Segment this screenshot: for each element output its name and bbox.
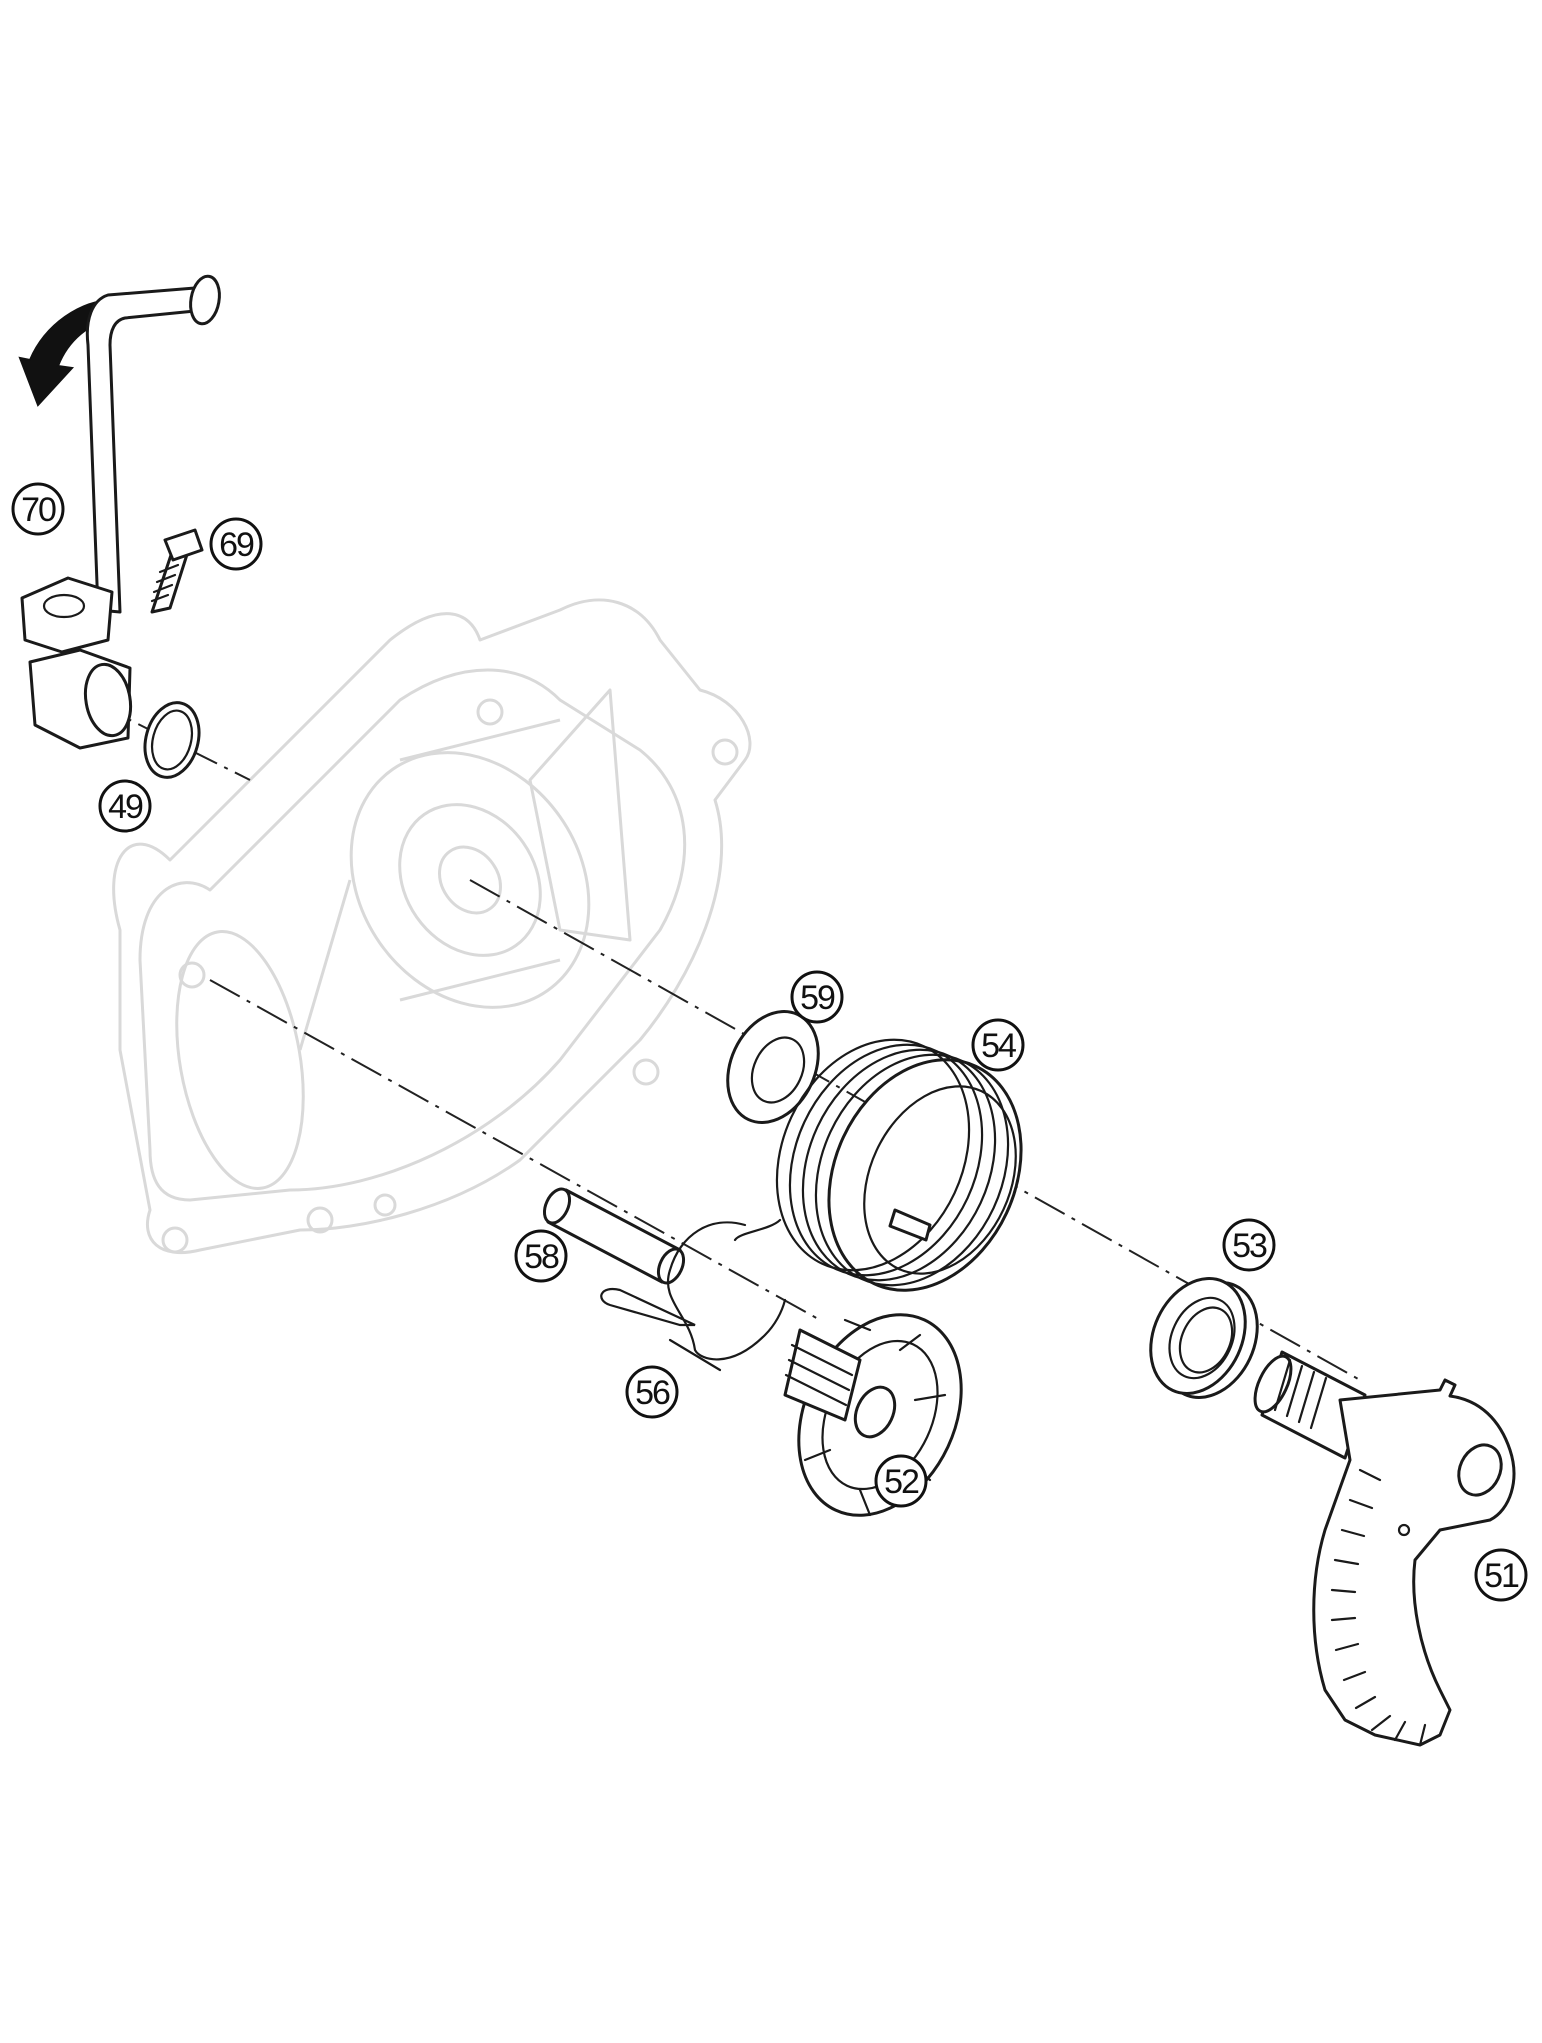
callout-label: 58: [524, 1238, 559, 1276]
callout-58: 58: [514, 1229, 568, 1283]
callout-label: 70: [21, 491, 56, 529]
callout-label: 56: [635, 1374, 670, 1412]
callout-label: 51: [1484, 1557, 1519, 1595]
callout-label: 59: [800, 979, 835, 1017]
kick-shaft-gear-part: [1253, 1350, 1516, 1747]
callout-label: 69: [219, 526, 254, 564]
kick-lever-part: [20, 274, 221, 750]
callout-label: 54: [981, 1027, 1016, 1065]
callout-53: 53: [1222, 1218, 1276, 1272]
callout-56: 56: [625, 1365, 679, 1419]
clip-spring-part: [600, 1218, 787, 1372]
callout-54: 54: [971, 1018, 1025, 1072]
assembly-axes: [89, 699, 1361, 1381]
crankcase-cover: [112, 598, 752, 1255]
callout-label: 49: [108, 788, 143, 826]
callout-70: 70: [11, 482, 65, 536]
pinion-gear-part: [783, 1313, 963, 1517]
callout-49: 49: [98, 779, 152, 833]
callout-51: 51: [1474, 1548, 1528, 1602]
callout-52: 52: [874, 1454, 928, 1508]
bolt-part: [150, 528, 204, 614]
washer-part: [726, 1010, 820, 1124]
callout-label: 52: [884, 1463, 919, 1501]
kick-spring-part: [775, 1038, 1023, 1292]
callout-59: 59: [790, 970, 844, 1024]
circlip-part: [143, 701, 201, 779]
callout-label: 53: [1232, 1227, 1267, 1265]
callout-69: 69: [209, 517, 263, 571]
oil-seal-part: [1149, 1277, 1259, 1399]
